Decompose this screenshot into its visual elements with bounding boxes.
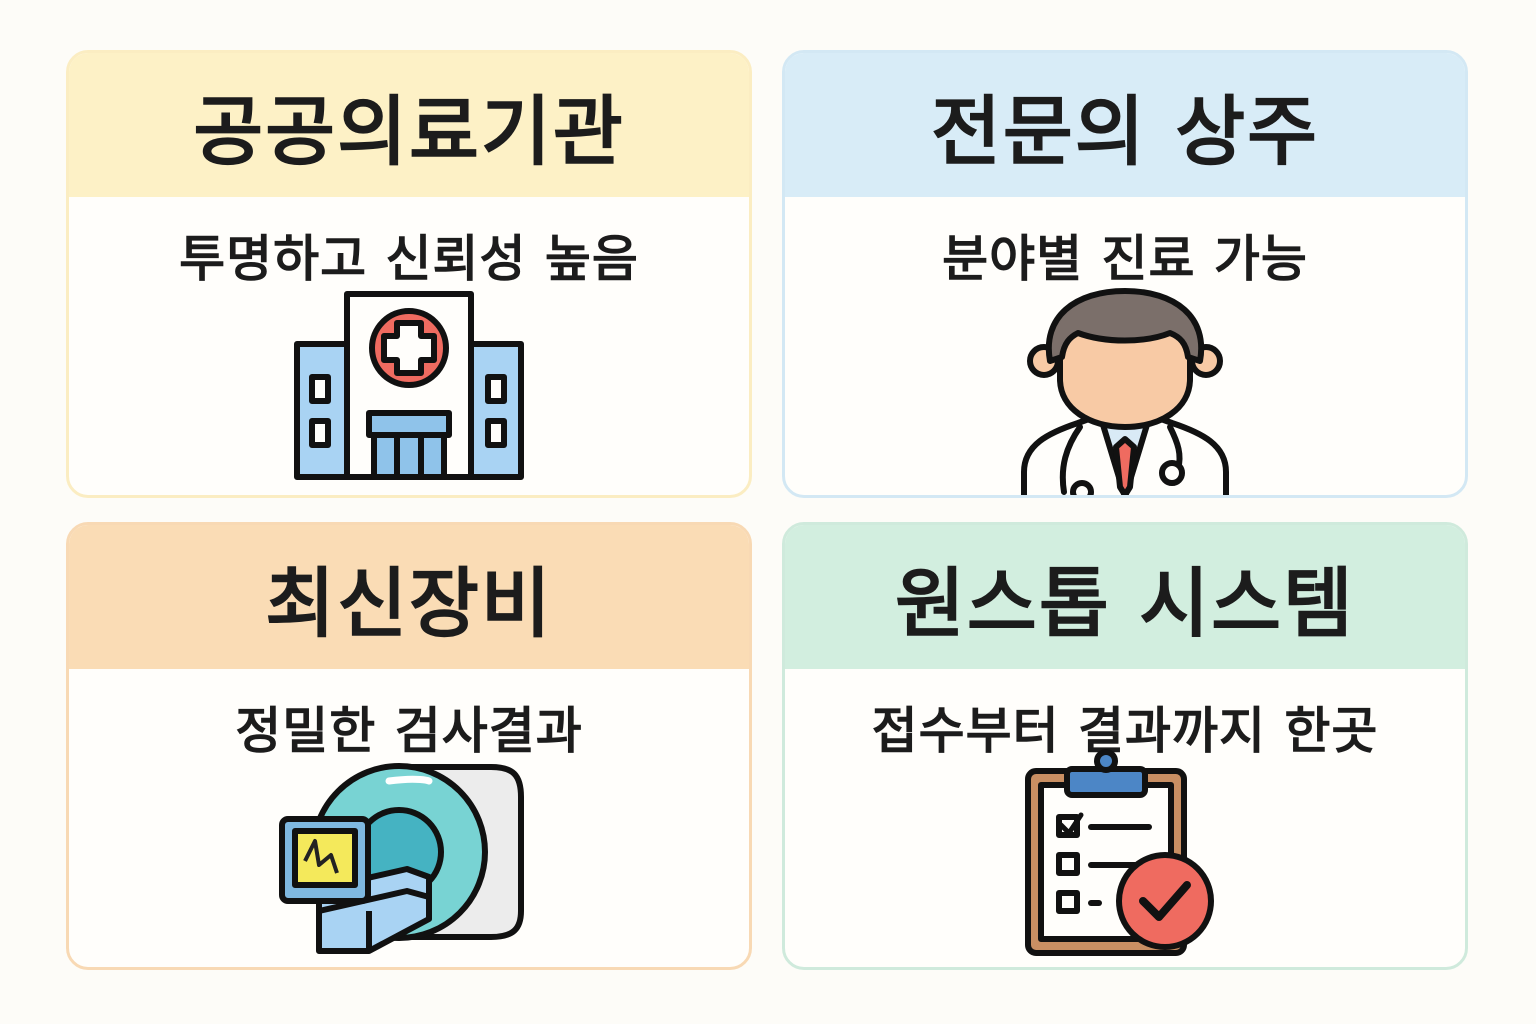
card-title: 최신장비 <box>69 525 749 669</box>
card-subtitle: 분야별 진료 가능 <box>942 230 1308 288</box>
card-specialists: 전문의 상주 분야별 진료 가능 <box>782 50 1468 498</box>
mri-scanner-icon <box>279 763 524 954</box>
card-title: 공공의료기관 <box>69 53 749 197</box>
hospital-icon <box>294 291 524 480</box>
clipboard-check-icon <box>1025 749 1214 956</box>
card-subtitle: 정밀한 검사결과 <box>235 702 583 760</box>
card-subtitle: 접수부터 결과까지 한곳 <box>871 702 1379 760</box>
doctor-icon <box>1021 288 1229 495</box>
card-one-stop-system: 원스톱 시스템 접수부터 결과까지 한곳 <box>782 522 1468 970</box>
card-subtitle: 투명하고 신뢰성 높음 <box>179 230 639 288</box>
card-latest-equipment: 최신장비 정밀한 검사결과 <box>66 522 752 970</box>
card-title: 전문의 상주 <box>785 53 1465 197</box>
card-title: 원스톱 시스템 <box>785 525 1465 669</box>
card-public-institution: 공공의료기관 투명하고 신뢰성 높음 <box>66 50 752 498</box>
